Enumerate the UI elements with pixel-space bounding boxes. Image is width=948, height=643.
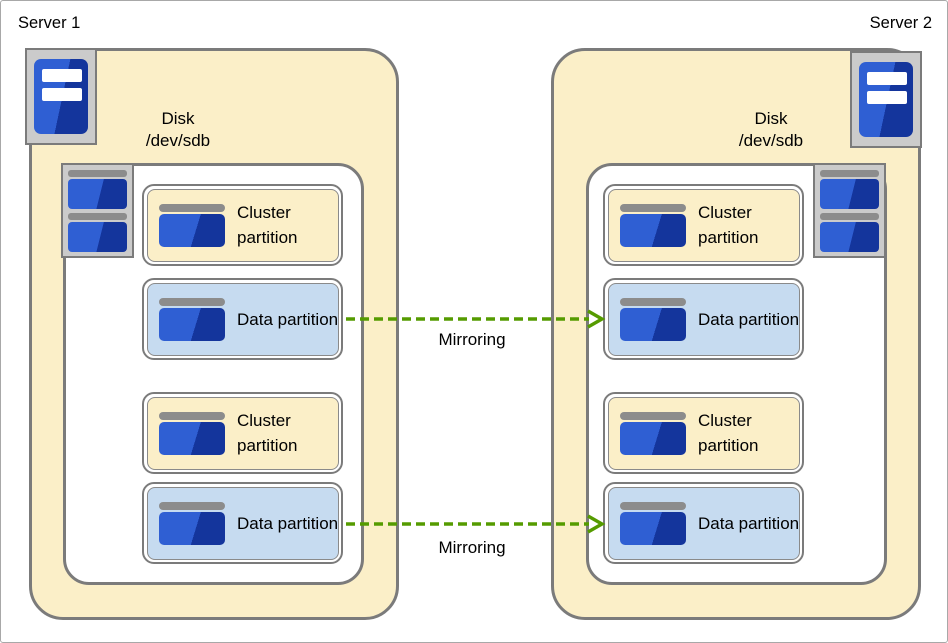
server2-data-partition-2: Data partition bbox=[603, 482, 804, 564]
partition-label: Data partition bbox=[698, 309, 800, 329]
disk-bar-icon bbox=[620, 203, 686, 212]
disk-label-line1: Disk bbox=[754, 109, 788, 128]
disk-body-icon bbox=[620, 421, 686, 455]
partition-label: Cluster partition bbox=[698, 411, 759, 455]
server2-cluster-partition-1: Cluster partition bbox=[603, 184, 804, 266]
partition-content: Data partition bbox=[144, 280, 341, 358]
disk-label-line2: /dev/sdb bbox=[738, 131, 804, 150]
disk-body-icon bbox=[620, 307, 686, 341]
partition-disk-icon bbox=[159, 411, 225, 455]
disk-bar-icon bbox=[620, 297, 686, 306]
server-tower-body bbox=[859, 62, 913, 137]
server-tower-icon bbox=[850, 51, 922, 148]
disk-bar-icon bbox=[159, 203, 225, 212]
server1-data-partition-1: Data partition bbox=[142, 278, 343, 360]
disk-stack-icon bbox=[61, 163, 134, 258]
server-slot-icon bbox=[867, 72, 907, 85]
server-slot-icon bbox=[42, 88, 82, 101]
partition-content: Cluster partition bbox=[605, 394, 802, 472]
server2-cluster-partition-2: Cluster partition bbox=[603, 392, 804, 474]
server1-title: Server 1 bbox=[18, 14, 81, 32]
server1-data-partition-2: Data partition bbox=[142, 482, 343, 564]
partition-disk-icon bbox=[620, 411, 686, 455]
partition-content: Cluster partition bbox=[605, 186, 802, 264]
server-slot-icon bbox=[867, 91, 907, 104]
server-tower-body bbox=[34, 59, 88, 134]
server2-title: Server 2 bbox=[869, 14, 932, 32]
disk-bar-icon bbox=[159, 411, 225, 420]
partition-label: Cluster partition bbox=[698, 203, 759, 247]
disk-body-icon bbox=[620, 213, 686, 247]
partition-content: Cluster partition bbox=[144, 394, 341, 472]
disk-body-icon bbox=[68, 222, 127, 252]
disk-bar-icon bbox=[820, 213, 879, 220]
partition-disk-icon bbox=[159, 203, 225, 247]
partition-disk-icon bbox=[620, 203, 686, 247]
disk-body-icon bbox=[68, 179, 127, 209]
partition-content: Data partition bbox=[605, 280, 802, 358]
disk-body-icon bbox=[820, 179, 879, 209]
disk-body-icon bbox=[159, 307, 225, 341]
partition-inner-border bbox=[607, 188, 800, 262]
disk-stack-icon bbox=[813, 163, 886, 258]
disk-label-line2: /dev/sdb bbox=[145, 131, 211, 150]
disk-bar-icon bbox=[68, 170, 127, 177]
disk-label-line1: Disk bbox=[161, 109, 195, 128]
partition-content: Cluster partition bbox=[144, 186, 341, 264]
partition-disk-icon bbox=[159, 297, 225, 341]
partition-label: Cluster partition bbox=[237, 203, 298, 247]
disk-body-icon bbox=[820, 222, 879, 252]
partition-label: Data partition bbox=[698, 513, 800, 533]
disk-body-icon bbox=[620, 511, 686, 545]
partition-label: Cluster partition bbox=[237, 411, 298, 455]
partition-label: Data partition bbox=[237, 513, 339, 533]
server1-cluster-partition-1: Cluster partition bbox=[142, 184, 343, 266]
disk-bar-icon bbox=[159, 297, 225, 306]
partition-label: Data partition bbox=[237, 309, 339, 329]
server-tower-icon bbox=[25, 48, 97, 145]
disk-bar-icon bbox=[820, 170, 879, 177]
partition-content: Data partition bbox=[605, 484, 802, 562]
server2-data-partition-1: Data partition bbox=[603, 278, 804, 360]
partition-content: Data partition bbox=[144, 484, 341, 562]
disk-body-icon bbox=[159, 421, 225, 455]
partition-disk-icon bbox=[620, 297, 686, 341]
server2-disk-label: Disk /dev/sdb bbox=[701, 108, 841, 152]
partition-disk-icon bbox=[159, 501, 225, 545]
server1-disk-label: Disk /dev/sdb bbox=[108, 108, 248, 152]
disk-body-icon bbox=[159, 511, 225, 545]
partition-inner-border bbox=[146, 486, 339, 560]
server1-cluster-partition-2: Cluster partition bbox=[142, 392, 343, 474]
server-slot-icon bbox=[42, 69, 82, 82]
disk-bar-icon bbox=[159, 501, 225, 510]
partition-disk-icon bbox=[620, 501, 686, 545]
disk-bar-icon bbox=[620, 411, 686, 420]
mirroring-label-2: Mirroring bbox=[438, 538, 506, 557]
mirroring-label-1: Mirroring bbox=[438, 330, 506, 349]
disk-bar-icon bbox=[620, 501, 686, 510]
disk-body-icon bbox=[159, 213, 225, 247]
disk-bar-icon bbox=[68, 213, 127, 220]
